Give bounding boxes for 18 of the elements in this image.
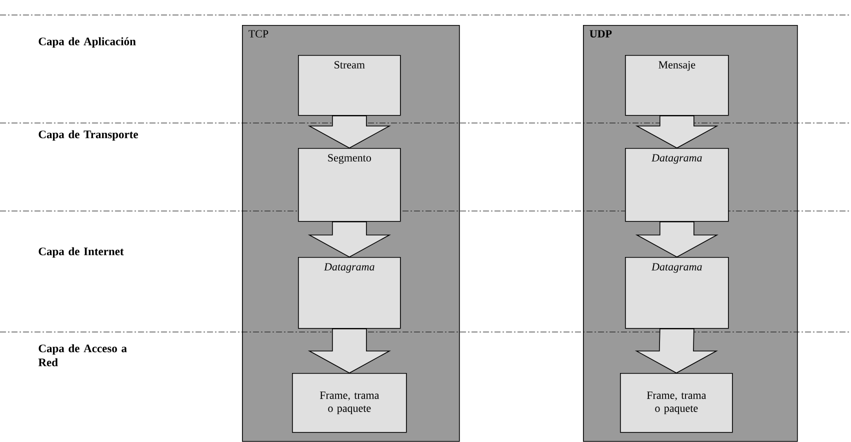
layer-label: Capa de Transporte [38, 130, 138, 141]
process-box: Datagrama [625, 148, 729, 222]
block-arrow [308, 328, 391, 374]
process-box: Datagrama [298, 257, 401, 329]
layer-label: Capa de Internet [38, 247, 124, 258]
block-arrow [635, 221, 718, 258]
process-box: Segmento [298, 148, 401, 222]
process-box: Stream [298, 55, 401, 116]
block-arrow [308, 221, 391, 258]
block-arrow [634, 328, 718, 374]
layer-label: Capa de Acceso a Red [38, 344, 127, 366]
process-box: Frame, trama o paquete [620, 373, 733, 433]
block-arrow [308, 115, 391, 148]
process-box: Frame, trama o paquete [292, 373, 407, 433]
layer-label: Capa de Aplicación [38, 37, 136, 48]
process-box: Mensaje [625, 55, 729, 116]
block-arrow [635, 115, 718, 148]
process-box: Datagrama [625, 257, 729, 329]
